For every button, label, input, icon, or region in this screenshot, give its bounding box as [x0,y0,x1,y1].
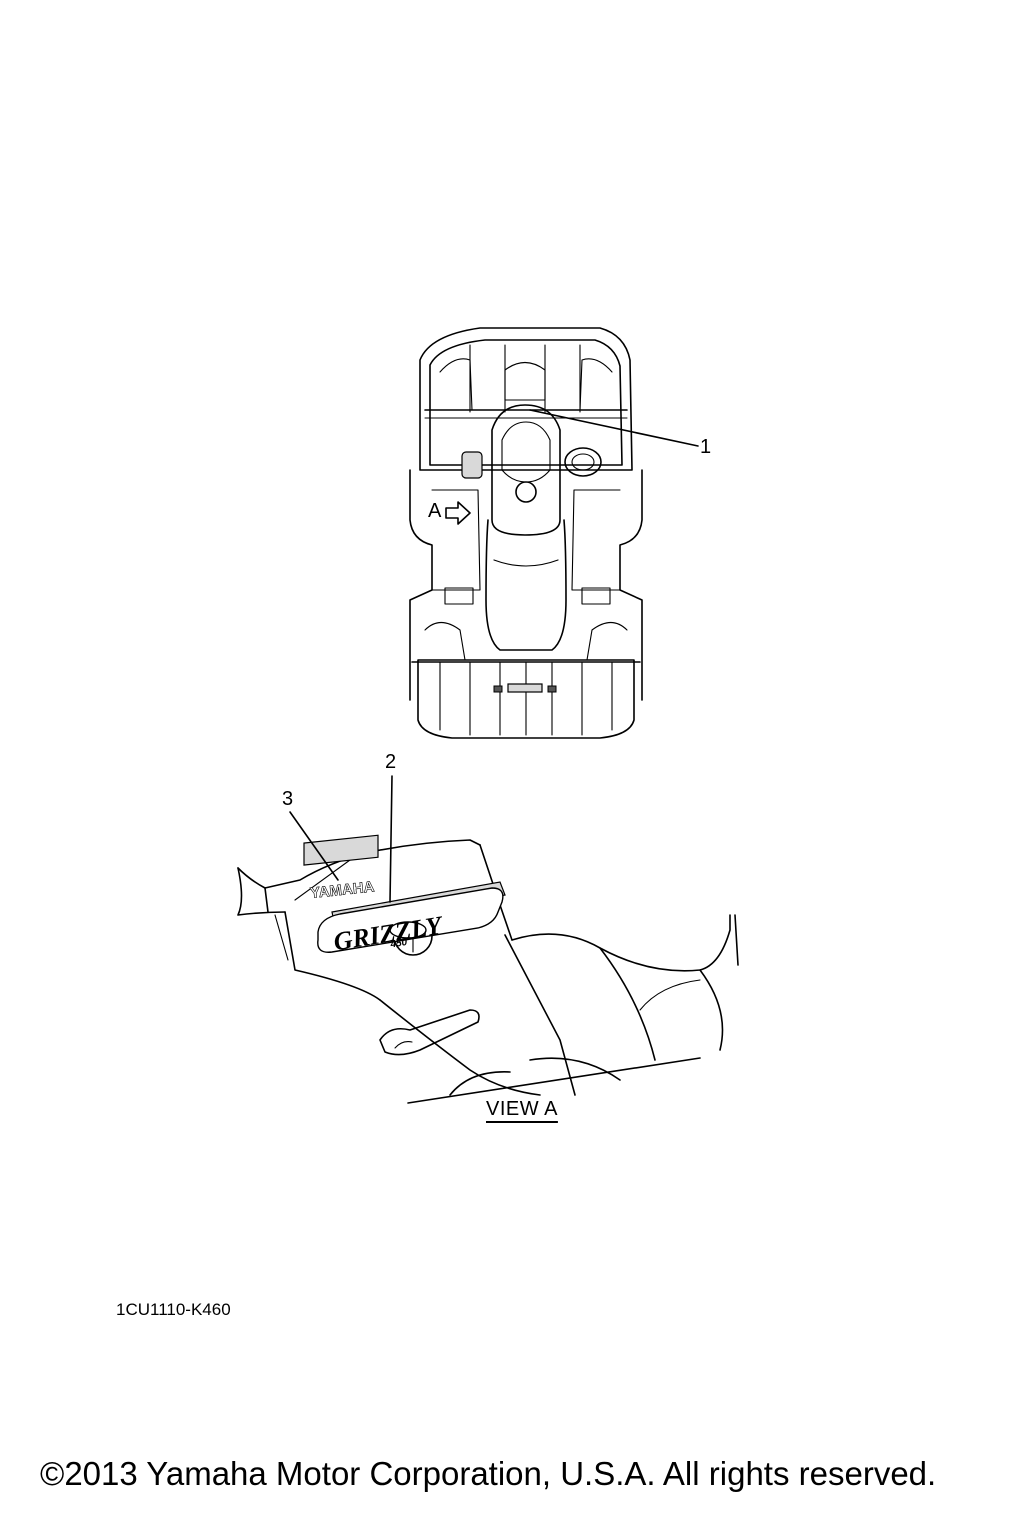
view-a-detail [237,839,739,1104]
leader-line-3 [289,811,339,881]
leader-line-1 [529,409,699,447]
copyright-notice: ©2013 Yamaha Motor Corporation, U.S.A. A… [40,1455,937,1492]
atv-top-view [409,327,643,739]
callout-1: 1 [700,436,712,458]
grizzly-decal [317,881,506,953]
callout-3: 3 [282,788,294,810]
view-direction-arrow [445,501,471,525]
view-a-marker: A [428,500,442,522]
yamaha-decal [303,834,379,866]
callout-2: 2 [385,751,397,773]
view-a-label: VIEW A [486,1098,558,1120]
model-number-text: 450 [389,937,409,951]
leader-line-2 [389,775,393,903]
part-code: 1CU1110-K460 [116,1300,231,1319]
